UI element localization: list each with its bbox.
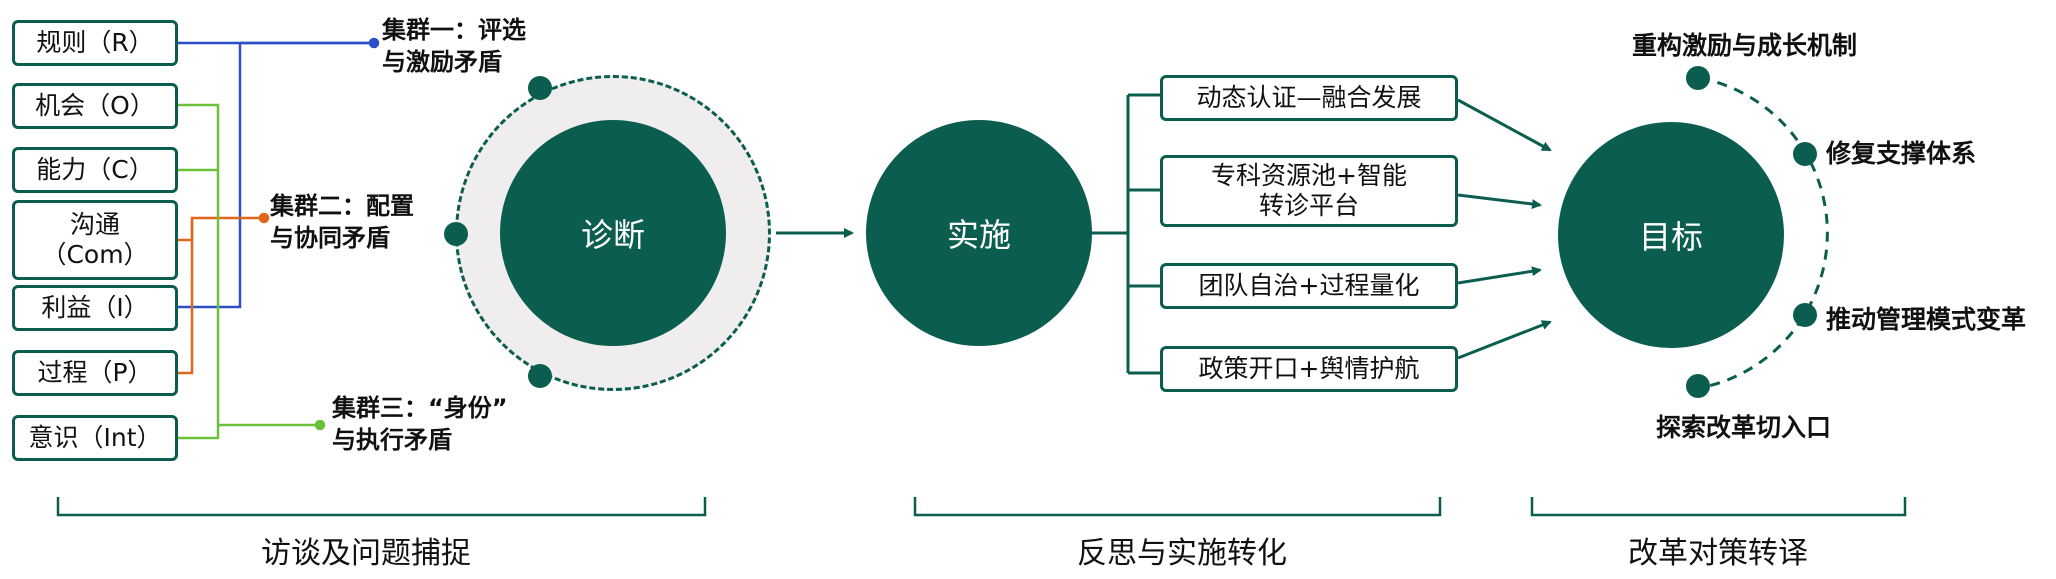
phase-label-3: 改革对策转译 bbox=[1628, 536, 1808, 571]
goal-label-4: 探索改革切入口 bbox=[1656, 413, 1832, 442]
goal-arc bbox=[1699, 76, 1829, 390]
goal-marker-4 bbox=[1686, 374, 1710, 398]
cluster-label-1: 集群一：评选 与激励矛盾 bbox=[382, 16, 526, 77]
factor-box-interest: 利益（I） bbox=[12, 285, 178, 331]
phase-label-2: 反思与实施转化 bbox=[1077, 536, 1287, 571]
goal-marker-3 bbox=[1793, 303, 1817, 327]
implementation-circle: 实施 bbox=[866, 120, 1092, 346]
cluster3-connector bbox=[178, 103, 326, 440]
goal-marker-1 bbox=[1686, 66, 1710, 90]
diagnosis-circle: 诊断 bbox=[500, 120, 726, 346]
goal-marker-2 bbox=[1793, 142, 1817, 166]
cluster-label-2: 集群二：配置 与协同矛盾 bbox=[270, 192, 414, 253]
phase-label-1: 访谈及问题捕捉 bbox=[261, 536, 471, 571]
measures-bracket bbox=[1090, 93, 1160, 375]
factor-box-awareness: 意识（Int） bbox=[12, 415, 178, 461]
phase-brackets bbox=[56, 497, 1907, 517]
cluster3-marker bbox=[528, 364, 552, 388]
factor-box-process: 过程（P） bbox=[12, 350, 178, 396]
factor-box-opportunity: 机会（O） bbox=[12, 83, 178, 129]
cluster-label-3: 集群三：“身份” 与执行矛盾 bbox=[332, 394, 508, 455]
cluster1-marker bbox=[528, 76, 552, 100]
goal-label-1: 重构激励与成长机制 bbox=[1632, 31, 1858, 60]
goal-circle: 目标 bbox=[1558, 122, 1784, 348]
cluster2-marker bbox=[444, 222, 468, 246]
factor-box-capability: 能力（C） bbox=[12, 147, 178, 193]
factor-box-rules: 规则（R） bbox=[12, 20, 178, 66]
measure-box-4: 政策开口+舆情护航 bbox=[1160, 346, 1458, 392]
cluster1-connector bbox=[178, 37, 380, 309]
cluster2-connector bbox=[178, 212, 270, 375]
measure-box-3: 团队自治+过程量化 bbox=[1160, 263, 1458, 309]
goal-label-2: 修复支撑体系 bbox=[1826, 139, 1977, 168]
measures-to-goal-arrows bbox=[1457, 98, 1552, 360]
measure-box-1: 动态认证—融合发展 bbox=[1160, 75, 1458, 121]
factor-box-communication: 沟通 （Com） bbox=[12, 200, 178, 280]
measure-box-2: 专科资源池+智能 转诊平台 bbox=[1160, 155, 1458, 227]
goal-label-3: 推动管理模式变革 bbox=[1826, 305, 2027, 334]
